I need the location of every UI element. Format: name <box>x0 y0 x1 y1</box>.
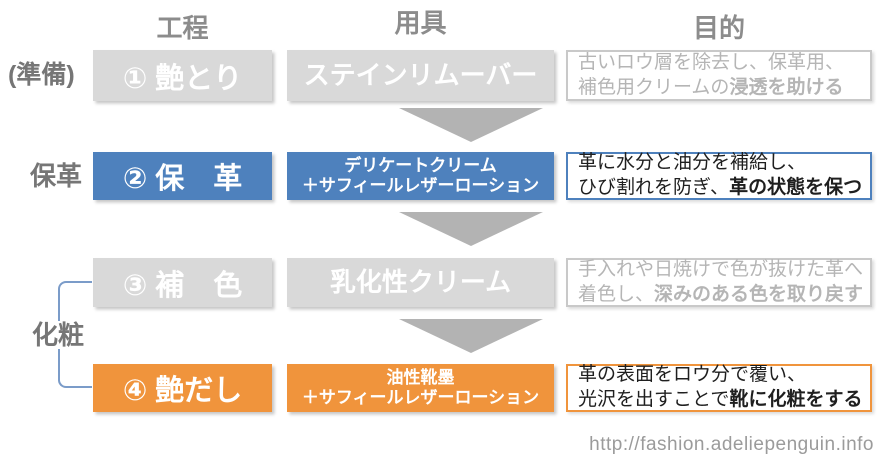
process-box-step3: ③ 補 色 <box>93 258 272 307</box>
purpose-line: 補色用クリームの浸透を助ける <box>578 76 844 98</box>
purpose-line: 着色し、深みのある色を取り戻す <box>578 283 864 305</box>
process-box-step1: ① 艶とり <box>93 50 272 101</box>
side-label-preparation: (準備) <box>8 61 75 89</box>
process-box-step4: ④ 艶だし <box>93 364 272 412</box>
bracket-label-finishing: 化粧 <box>30 320 87 350</box>
purpose-line: 光沢を出すことで靴に化粧をする <box>578 389 863 410</box>
purpose-line: ひび割れを防ぎ、革の状態を保つ <box>578 177 863 198</box>
purpose-box-step2: 革に水分と油分を補給し、 ひび割れを防ぎ、革の状態を保つ <box>566 152 872 200</box>
purpose-line: 手入れや日焼けで色が抜けた革へ <box>578 258 864 280</box>
source-url: http://fashion.adeliepenguin.info <box>589 434 874 455</box>
column-header-purpose: 目的 <box>692 13 745 43</box>
purpose-line: 革の表面をロウ分で覆い、 <box>578 364 807 386</box>
tool-line: ＋サフィールレザーローション <box>301 176 540 195</box>
down-arrow-3 <box>399 319 543 353</box>
tool-line: ＋サフィールレザーローション <box>301 388 540 407</box>
purpose-box-step1: 古いロウ層を除去し、保革用、 補色用クリームの浸透を助ける <box>566 50 872 101</box>
purpose-box-step3: 手入れや日焼けで色が抜けた革へ 着色し、深みのある色を取り戻す <box>566 258 872 307</box>
purpose-box-step4: 革の表面をロウ分で覆い、 光沢を出すことで靴に化粧をする <box>566 364 872 412</box>
process-box-step2: ② 保 革 <box>93 152 272 200</box>
down-arrow-2 <box>399 212 543 246</box>
side-label-conditioning: 保革 <box>30 161 83 191</box>
tool-box-step1: ステインリムーバー <box>287 50 554 101</box>
tool-box-step2: デリケートクリーム ＋サフィールレザーローション <box>287 152 554 200</box>
tool-line: 油性靴墨 <box>386 367 455 387</box>
down-arrow-1 <box>399 108 543 142</box>
column-header-tools: 用具 <box>394 8 447 38</box>
tool-box-step4: 油性靴墨 ＋サフィールレザーローション <box>287 364 554 412</box>
tool-line: デリケートクリーム <box>344 155 497 175</box>
tool-line: ステインリムーバー <box>303 60 538 91</box>
purpose-line: 古いロウ層を除去し、保革用、 <box>578 51 845 73</box>
column-header-process: 工程 <box>156 13 209 43</box>
tool-box-step3: 乳化性クリーム <box>287 258 554 307</box>
tool-line: 乳化性クリーム <box>329 267 512 298</box>
purpose-line: 革に水分と油分を補給し、 <box>578 152 807 174</box>
